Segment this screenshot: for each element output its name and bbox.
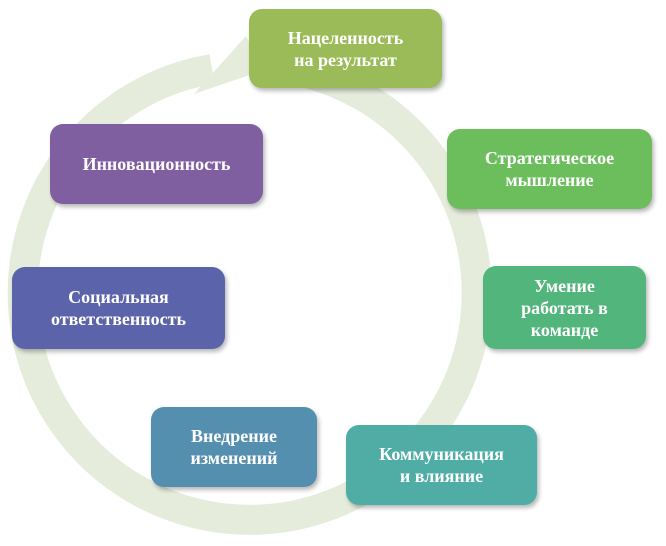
cycle-arrowhead xyxy=(194,36,264,94)
node-social-responsibility: Социальная ответственность xyxy=(12,267,225,349)
node-change-implementation: Внедрение изменений xyxy=(151,407,317,487)
node-communication: Коммуникация и влияние xyxy=(346,425,537,505)
node-innovation: Инновационность xyxy=(50,124,263,204)
node-change-implementation-label: Внедрение изменений xyxy=(190,426,278,468)
node-results-label: Нацеленность на результат xyxy=(287,27,404,70)
node-strategic-thinking: Стратегическое мышление xyxy=(447,129,652,209)
node-teamwork: Умение работать в команде xyxy=(483,266,646,349)
node-communication-label: Коммуникация и влияние xyxy=(379,444,504,486)
node-innovation-label: Инновационность xyxy=(82,154,231,174)
node-strategic-thinking-label: Стратегическое мышление xyxy=(484,148,615,190)
cycle-ring-arc xyxy=(7,51,492,535)
node-teamwork-label: Умение работать в команде xyxy=(521,275,608,340)
node-social-responsibility-label: Социальная ответственность xyxy=(50,287,186,329)
node-results: Нацеленность на результат xyxy=(249,9,442,88)
